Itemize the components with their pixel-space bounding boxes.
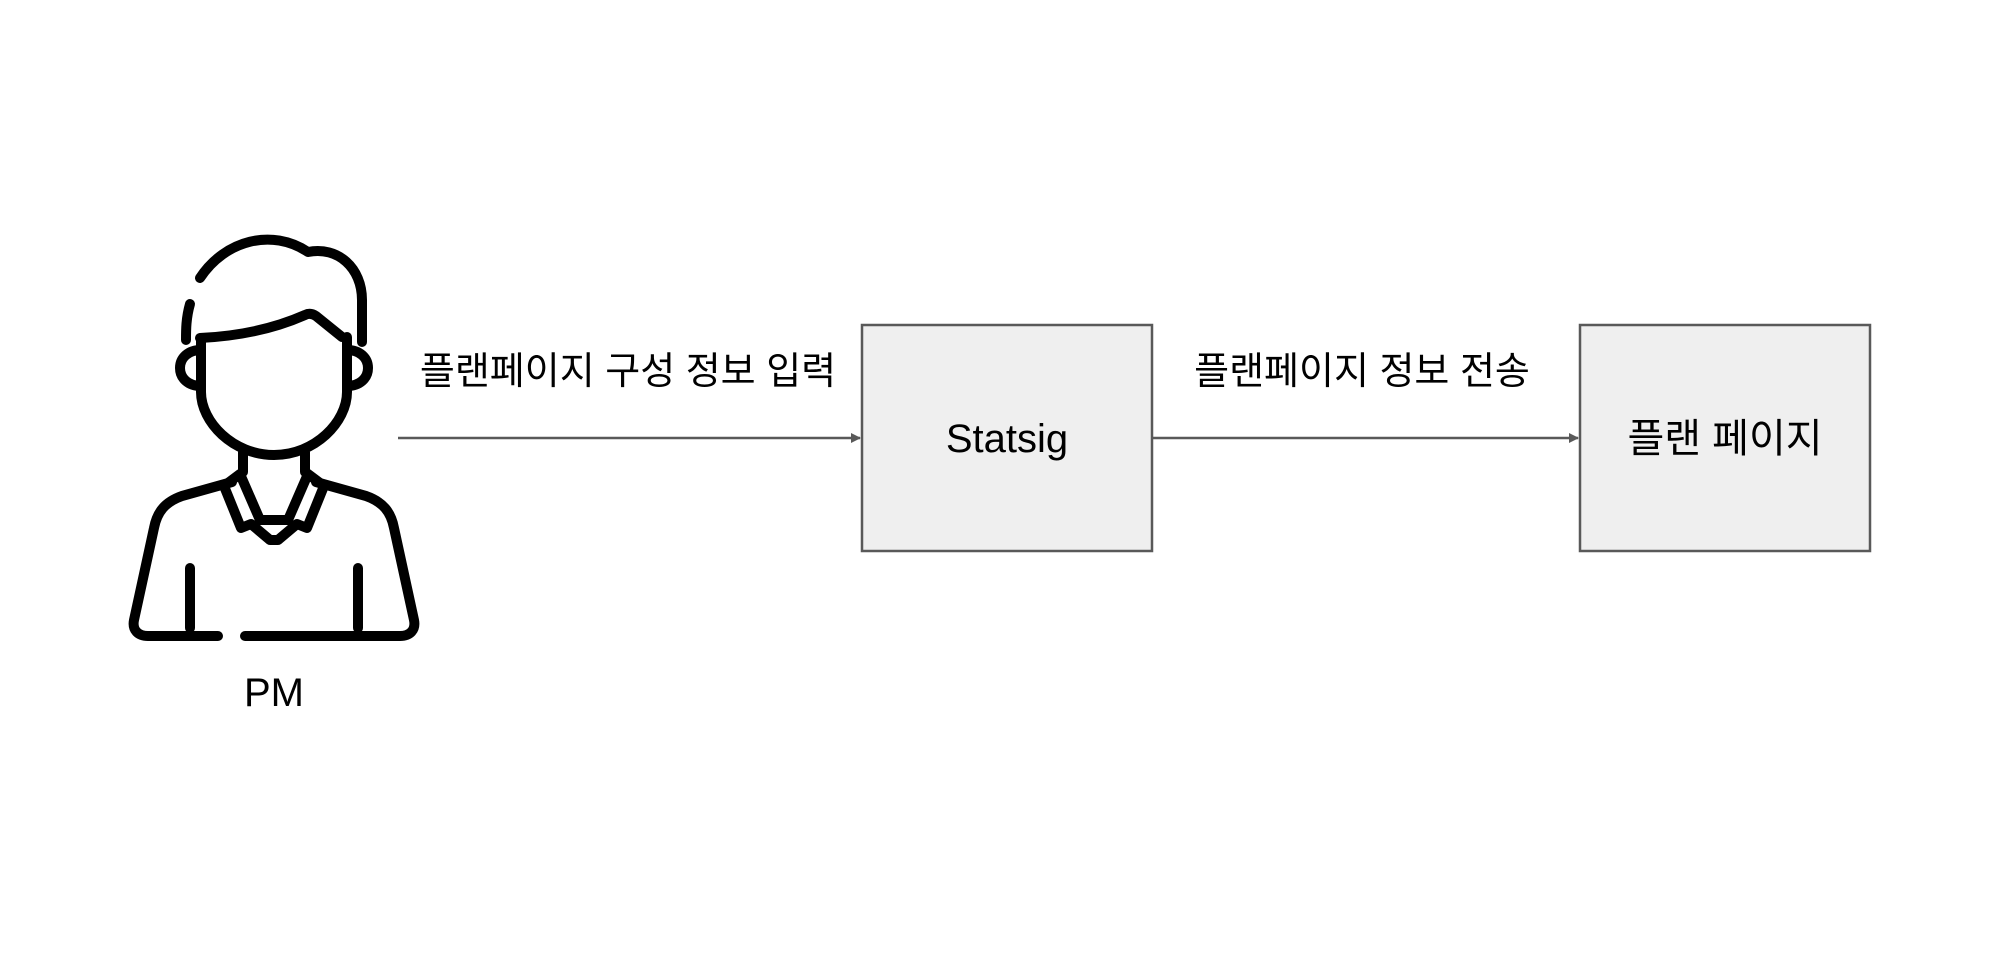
node-label-plan-page: 플랜 페이지 xyxy=(1627,417,1822,461)
node-label-statsig: Statsig xyxy=(946,417,1068,461)
edge-label-send: 플랜페이지 정보 전송 xyxy=(1194,351,1530,393)
node-statsig[interactable] xyxy=(860,323,1154,553)
actor-label-pm: PM xyxy=(244,671,304,715)
node-plan-page[interactable] xyxy=(1578,323,1872,553)
pm-person-icon xyxy=(128,234,420,641)
edge-label-input: 플랜페이지 구성 정보 입력 xyxy=(420,351,836,393)
